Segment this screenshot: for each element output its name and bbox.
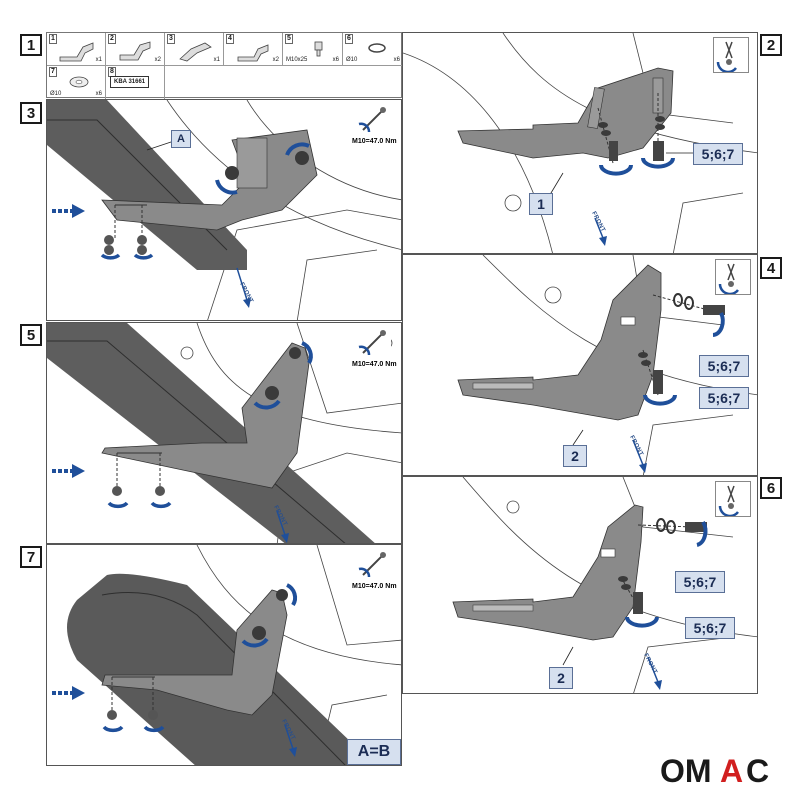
hardware-label: 5;6;7 [693,143,743,165]
step-5-panel: M10=47.0 Nm FRONT [46,322,402,544]
torque-wrench-icon [355,104,391,140]
torque-wrench-icon [355,549,391,585]
tool-icon [715,259,751,295]
a-equals-b-label: A=B [347,739,401,765]
part-label-1: 1 [529,193,553,215]
part-number: 2 [108,34,116,44]
part-number: 7 [49,67,57,77]
kba-certificate: KBA 31661 [110,76,150,88]
part-number: 1 [49,34,57,44]
step-number-6: 6 [760,477,782,499]
torque-spec: M10=47.0 Nm [352,361,397,368]
hardware-label: 5;6;7 [685,617,735,639]
part-cell-3: 3 x1 [165,33,224,66]
step-5-drawing [47,323,401,543]
step-6-panel: 5;6;7 5;6;7 2 FRONT [402,476,758,694]
part-cell-8: 8 KBA 31661 [106,66,165,99]
hardware-label: 5;6;7 [699,355,749,377]
bolt-icon [314,41,323,57]
svg-text:C: C [746,753,769,787]
part-qty: x6 [332,57,339,63]
spring-washer-icon [368,43,386,53]
part-spec: Ø10 [50,91,62,97]
torque-wrench-icon [355,327,391,363]
bracket-part-icon [237,44,269,62]
step-number-2: 2 [760,34,782,56]
part-number: 5 [285,34,293,44]
part-label-2: 2 [549,667,573,689]
step-number-3: 3 [20,102,42,124]
part-number: 4 [226,34,234,44]
omac-logo: OM A C [660,753,769,787]
torque-spec: M10=47.0 Nm [352,583,397,590]
tool-icon [715,481,751,517]
part-cell-2: 2 x2 [106,33,165,66]
step-number-4: 4 [760,257,782,279]
step-number-5: 5 [20,324,42,346]
part-spec: M10x25 [286,57,308,63]
part-qty: x1 [213,57,220,63]
svg-text:OM: OM [660,753,712,787]
hardware-label: 5;6;7 [675,571,725,593]
part-qty: x1 [95,57,102,63]
part-cell-6: 6 Ø10 x6 [343,33,403,66]
part-qty: x2 [154,57,161,63]
step-number-1: 1 [20,34,42,56]
step-3-panel: A M10=47.0 Nm FRONT [46,99,402,321]
step-7-panel: M10=47.0 Nm FRONT A=B [46,544,402,766]
part-qty: x2 [272,57,279,63]
part-qty: x6 [95,91,102,97]
part-cell-7: 7 Ø10 x6 [47,66,106,99]
torque-spec: M10=47.0 Nm [352,138,397,145]
bracket-part-icon [119,41,151,61]
step-4-drawing [457,255,757,475]
part-number: 6 [345,34,353,44]
part-cell-5: 5 M10x25 x6 [283,33,343,66]
part-label-a: A [171,130,191,148]
step-number-7: 7 [20,546,42,568]
bracket-part-icon [59,42,94,62]
part-cell-1: 1 x1 [47,33,106,66]
tool-icon [713,37,749,73]
part-qty: x6 [393,57,400,63]
flat-washer-icon [69,76,89,88]
step-6-drawing [452,477,757,693]
step-2-panel: 5;6;7 1 FRONT [402,32,758,254]
step-2-drawing [403,33,757,253]
bracket-part-icon [179,42,212,62]
step-3-drawing [47,100,401,320]
part-label-2: 2 [563,445,587,467]
part-cell-4: 4 x2 [224,33,283,66]
step-7-drawing [52,545,401,765]
svg-text:A: A [720,753,743,787]
parts-list: 1 x1 2 x2 3 x1 4 x2 5 M10x25 x6 6 Ø10 x6… [46,32,403,99]
step-4-panel: 5;6;7 5;6;7 2 FRONT [402,254,758,476]
hardware-label: 5;6;7 [699,387,749,409]
part-spec: Ø10 [346,57,358,63]
part-number: 3 [167,34,175,44]
